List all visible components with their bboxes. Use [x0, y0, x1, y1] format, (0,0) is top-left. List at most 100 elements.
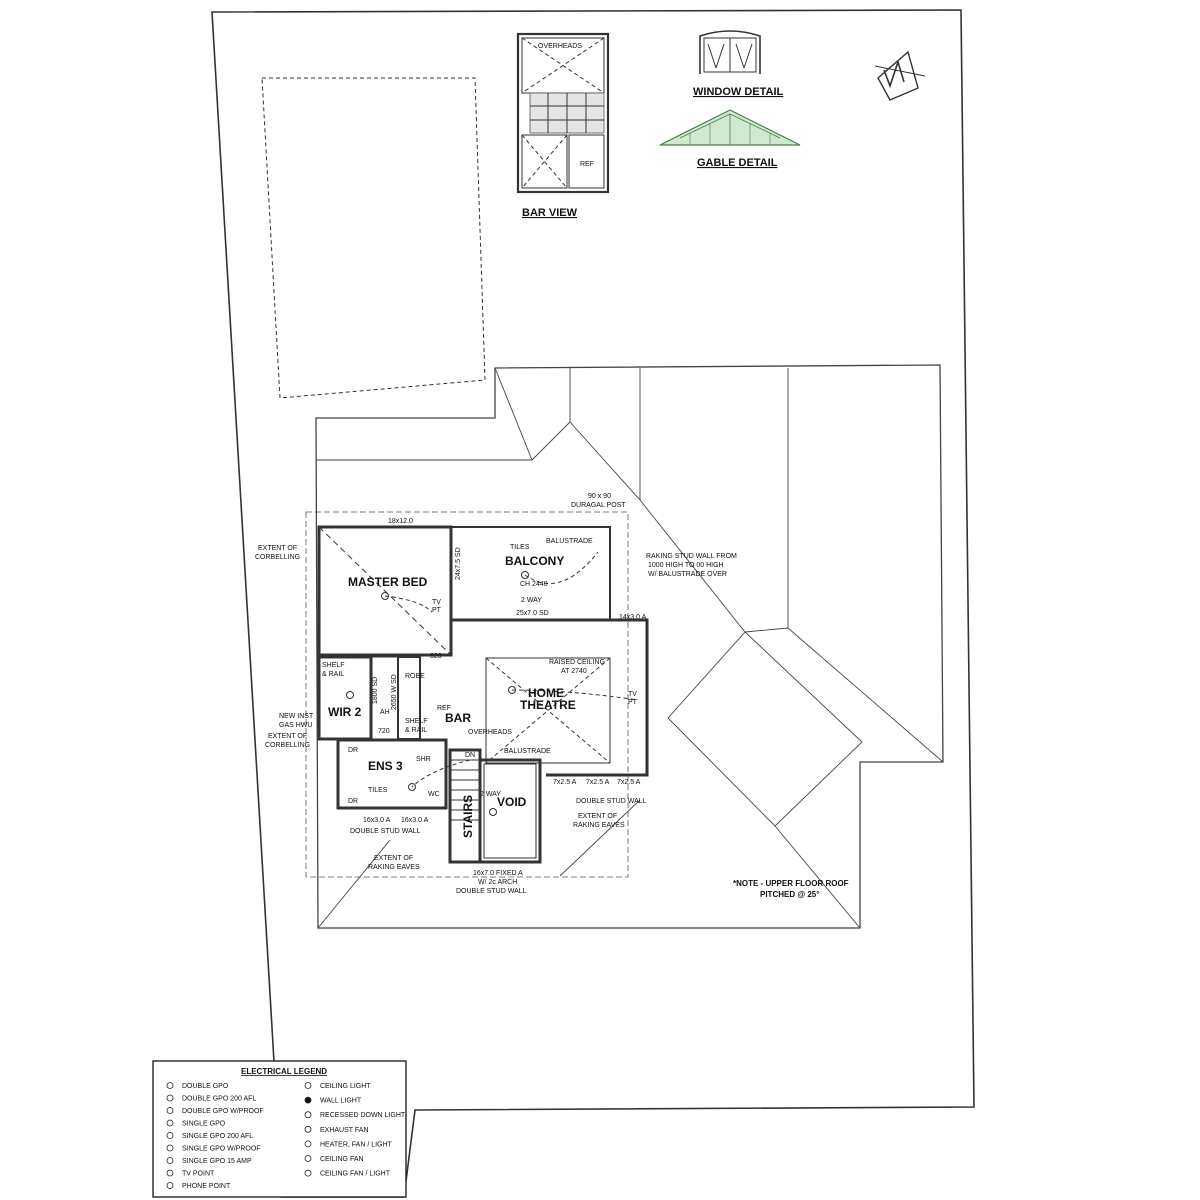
note-line-1: *NOTE - UPPER FLOOR ROOF	[733, 879, 849, 888]
left-item-7: TV POINT	[182, 1171, 215, 1178]
room-home-theatre-2: THEATRE	[520, 698, 576, 712]
room-balcony: BALCONY	[505, 554, 564, 568]
label-raking-1: RAKING STUD WALL FROM	[646, 553, 737, 560]
label-raking-2: 1000 HIGH TO 00 HIGH	[648, 562, 724, 569]
left-item-8: PHONE POINT	[182, 1183, 231, 1190]
right-symbol-icon-5	[304, 1155, 312, 1162]
label-overheads: OVERHEADS	[468, 729, 512, 736]
right-item-0: CEILING LIGHT	[320, 1083, 371, 1090]
label-wc: WC	[428, 791, 440, 798]
left-item-6: SINGLE GPO 15 AMP	[182, 1158, 252, 1165]
gable-detail-title: GABLE DETAIL	[697, 157, 778, 169]
label-double-stud-1: DOUBLE STUD WALL	[350, 828, 421, 835]
label-raised-ceiling-2: AT 2740	[561, 668, 587, 675]
legend-title: ELECTRICAL LEGEND	[241, 1067, 327, 1076]
note-line-2: PITCHED @ 25°	[760, 890, 819, 899]
label-ch2440: CH 2440	[520, 581, 548, 588]
left-symbol-icon-6	[166, 1157, 174, 1164]
room-void: VOID	[497, 795, 527, 809]
left-symbol-icon-1	[166, 1094, 174, 1102]
label-door-720: 720	[378, 728, 390, 735]
label-tv-pt-theatre-2: PT	[628, 699, 638, 706]
label-corbel-top-2: CORBELLING	[255, 554, 300, 561]
left-symbol-icon-0	[166, 1082, 174, 1089]
label-rail-ens: & RAIL	[405, 727, 427, 734]
left-item-5: SINGLE GPO W/PROOF	[182, 1146, 261, 1153]
label-window-16x3-a: 16x3.0 A	[363, 817, 391, 824]
label-dr: DR	[348, 747, 358, 754]
left-symbol-icon-4	[166, 1132, 174, 1139]
right-item-3: EXHAUST FAN	[320, 1127, 369, 1134]
upper-floor-plan	[305, 511, 649, 878]
label-duragal-2: DURAGAL POST	[571, 502, 626, 509]
label-shelf-ens: SHELF	[405, 718, 428, 725]
label-rail-wir: & RAIL	[322, 671, 344, 678]
label-window-7x25-a: 7x2.5 A	[553, 779, 577, 786]
label-gas-2: GAS HWU	[279, 722, 312, 729]
label-tiles-ens: TILES	[368, 787, 388, 794]
bar-view: OVERHEADS REF BAR VIEW	[516, 32, 610, 219]
roof-outline	[315, 364, 944, 929]
label-robe: ROBE	[405, 673, 425, 680]
label-tv-pt-bed-2: PT	[432, 607, 442, 614]
label-corbel-mid-2: CORBELLING	[265, 742, 310, 749]
right-item-1: WALL LIGHT	[320, 1098, 362, 1105]
left-item-2: DOUBLE GPO W/PROOF	[182, 1108, 264, 1115]
left-symbol-icon-7	[166, 1169, 174, 1177]
label-sd-vertical: 24x7.5 SD	[455, 547, 462, 580]
label-raking-3: W/ BALUSTRADE OVER	[648, 571, 727, 578]
label-gas-1: NEW INST	[279, 713, 314, 720]
bar-view-ref: REF	[580, 161, 594, 168]
label-duragal-1: 90 x 90	[588, 493, 611, 500]
label-arch-1: 16x7.0 FIXED A	[473, 870, 523, 877]
label-eaves-right-1: EXTENT OF	[578, 813, 617, 820]
label-ah: AH	[380, 709, 390, 716]
label-dn: DN	[465, 752, 475, 759]
dashed-outline	[261, 77, 486, 399]
label-window-16x3-b: 16x3.0 A	[401, 817, 429, 824]
left-symbol-icon-8	[166, 1182, 174, 1189]
label-window-7x25-c: 7x2.5 A	[617, 779, 641, 786]
left-symbol-icon-2	[166, 1107, 174, 1114]
room-stairs: STAIRS	[461, 795, 475, 838]
label-balustrade-mid: BALUSTRADE	[504, 748, 551, 755]
label-double-stud-2: DOUBLE STUD WALL	[576, 798, 647, 805]
label-arch-2: W/ 2c ARCH	[478, 879, 517, 886]
bar-view-title: BAR VIEW	[522, 207, 578, 219]
label-corbel-top-1: EXTENT OF	[258, 545, 297, 552]
right-symbol-icon-6	[304, 1169, 312, 1177]
label-sd-1800: 1800 SD	[372, 677, 379, 704]
left-item-0: DOUBLE GPO	[182, 1083, 229, 1090]
right-item-4: HEATER, FAN / LIGHT	[320, 1141, 393, 1148]
label-two-way-2: 2 WAY	[480, 791, 501, 798]
label-double-stud-3: DOUBLE STUD WALL	[456, 888, 527, 895]
right-item-2: RECESSED DOWN LIGHT	[320, 1112, 406, 1119]
label-tiles-balcony: TILES	[510, 544, 530, 551]
label-eaves-right-2: RAKING EAVES	[573, 822, 625, 829]
label-corbel-mid-1: EXTENT OF	[268, 733, 307, 740]
left-symbol-icon-5	[166, 1144, 174, 1152]
room-bar: BAR	[445, 711, 471, 725]
bar-view-overheads: OVERHEADS	[538, 43, 582, 50]
left-item-3: SINGLE GPO	[182, 1121, 226, 1128]
room-ens3: ENS 3	[368, 759, 403, 773]
label-sd-25x7: 25x7.0 SD	[516, 610, 549, 617]
label-window-14x3: 14x3.0 A	[619, 614, 647, 621]
label-shr: SHR	[416, 756, 431, 763]
left-item-4: SINGLE GPO 200 AFL	[182, 1133, 253, 1140]
label-door-820: 820	[430, 653, 442, 660]
label-balustrade-top: BALUSTRADE	[546, 538, 593, 545]
label-tv-pt-bed: TV	[432, 599, 441, 606]
label-tv-pt-theatre: TV	[628, 691, 637, 698]
right-symbol-icon-4	[304, 1140, 312, 1148]
right-symbol-icon-0	[304, 1082, 312, 1089]
right-symbol-icon-2	[304, 1111, 312, 1119]
left-symbol-icon-3	[166, 1119, 174, 1127]
label-dr-2: DR	[348, 798, 358, 805]
right-item-6: CEILING FAN / LIGHT	[320, 1171, 391, 1178]
label-raised-ceiling-1: RAISED CEILING	[549, 659, 605, 666]
label-ref: REF	[437, 705, 451, 712]
